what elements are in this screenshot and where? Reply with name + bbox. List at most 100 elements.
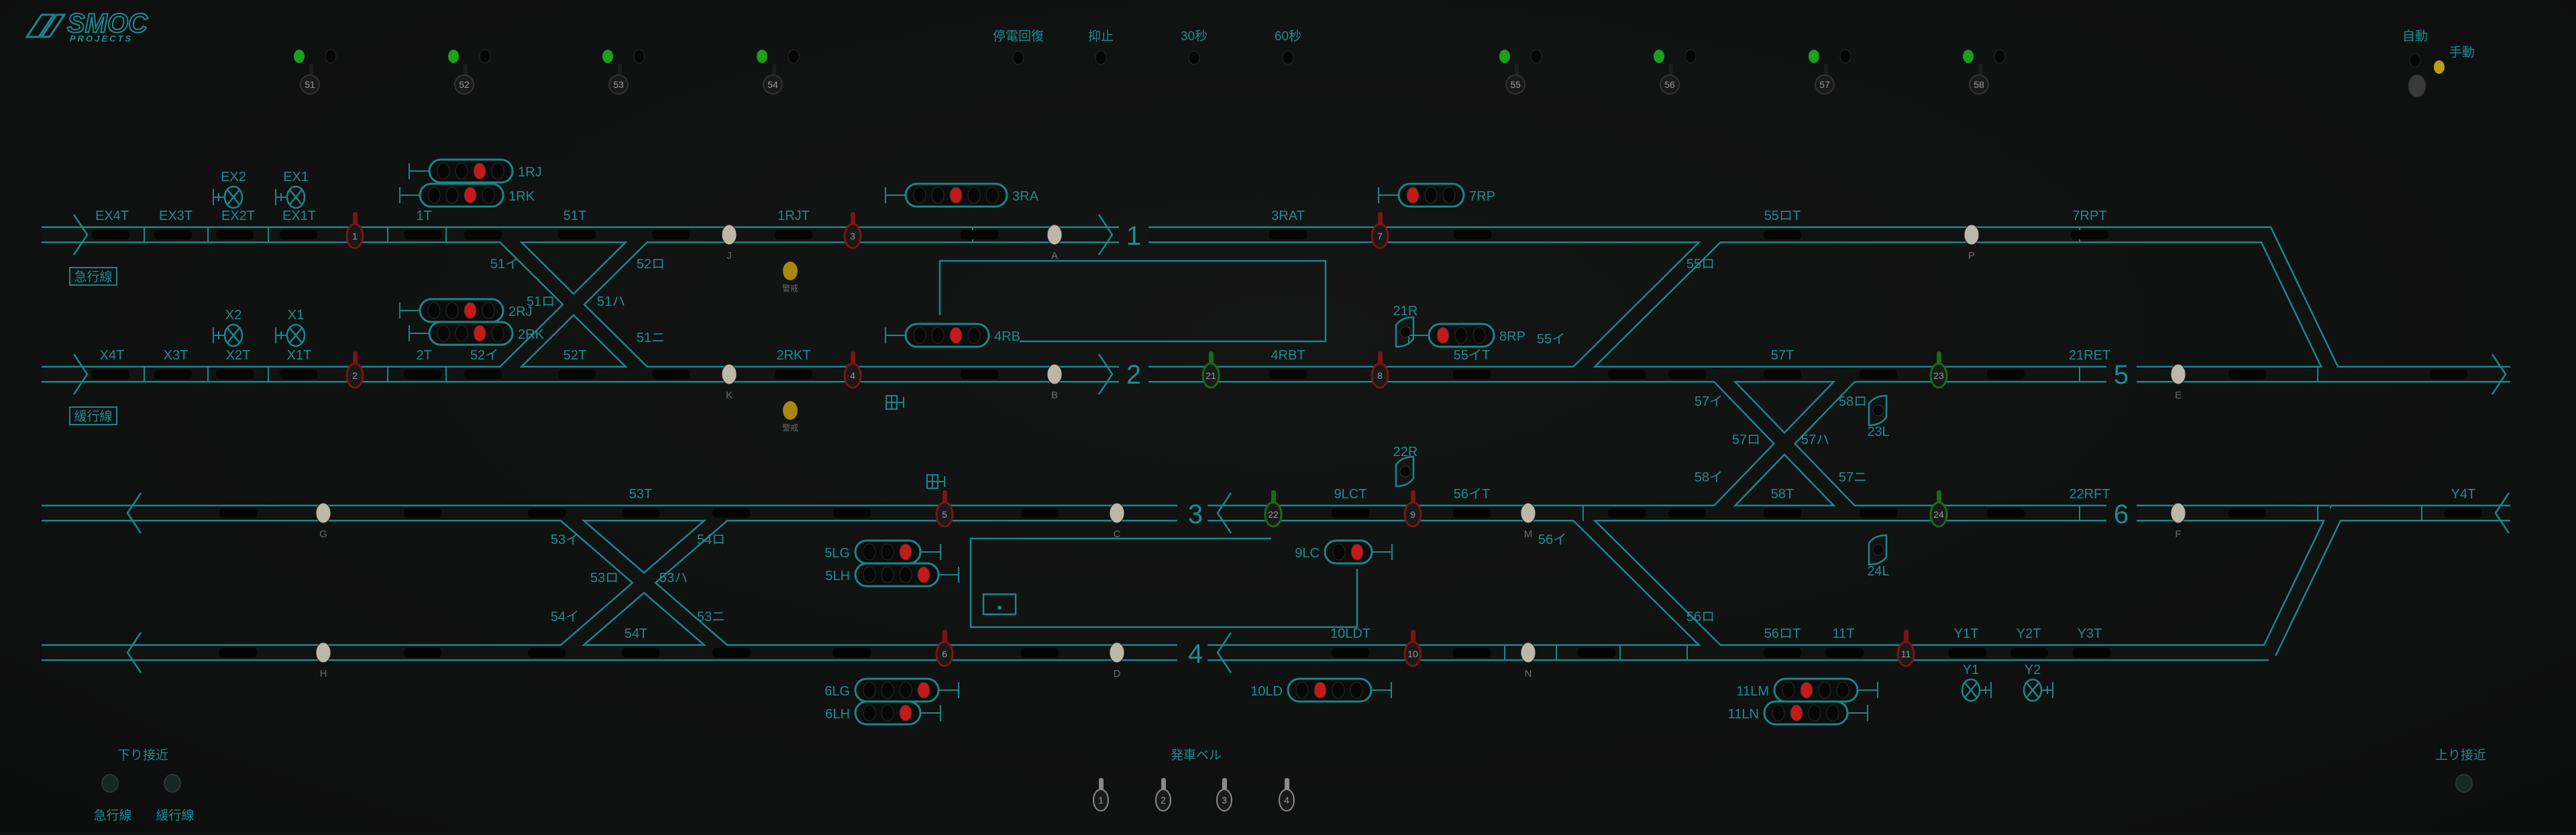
lever-knob[interactable] bbox=[608, 74, 629, 95]
signal-10LD[interactable]: 10LD bbox=[1250, 677, 1392, 703]
occupancy-indicator bbox=[2073, 648, 2110, 657]
signal-lever-3[interactable]: 3 bbox=[843, 212, 862, 249]
signal-5LG[interactable]: 5LG bbox=[824, 539, 941, 565]
departure-bell-lever-2[interactable]: 2 bbox=[1155, 778, 1171, 812]
signal-lamp bbox=[913, 327, 926, 344]
signal-lever-10[interactable]: 10 bbox=[1403, 630, 1422, 667]
point-label: 51ロ bbox=[527, 294, 555, 309]
departure-bell-lever-4[interactable]: 4 bbox=[1279, 778, 1295, 812]
signal-2RJ[interactable]: 2RJ bbox=[399, 298, 533, 323]
lever-knob[interactable] bbox=[1660, 74, 1680, 95]
reverse-lamp bbox=[633, 49, 645, 64]
lever-knob[interactable] bbox=[1815, 74, 1835, 95]
signal-6LH[interactable]: 6LH bbox=[825, 700, 941, 726]
signal-2RK[interactable]: 2RK bbox=[409, 321, 545, 346]
lever-knob[interactable] bbox=[1505, 74, 1525, 95]
route-button-P[interactable]: P bbox=[1964, 224, 1980, 262]
signal-lamp bbox=[491, 162, 504, 180]
signal-7RP[interactable]: 7RP bbox=[1378, 182, 1495, 208]
departure-bell-lever-1[interactable]: 1 bbox=[1093, 778, 1109, 812]
occupancy-indicator bbox=[2229, 370, 2266, 379]
route-button-K[interactable]: K bbox=[721, 364, 737, 401]
point-lever-57[interactable]: 57 bbox=[1809, 49, 1851, 95]
signal-9LC[interactable]: 9LC bbox=[1295, 539, 1393, 565]
signal-lamp bbox=[1406, 186, 1419, 204]
signal-lever-4[interactable]: 4 bbox=[843, 351, 862, 389]
route-button-E[interactable]: E bbox=[2170, 364, 2186, 401]
route-button-C[interactable]: C bbox=[1109, 502, 1125, 540]
signal-11LM[interactable]: 11LM bbox=[1736, 677, 1878, 703]
shunt-signal-24L[interactable]: 24L bbox=[1867, 534, 1890, 579]
signal-name: 11LN bbox=[1728, 707, 1759, 722]
signal-lever-23[interactable]: 23 bbox=[1929, 351, 1948, 389]
signal-lever-6[interactable]: 6 bbox=[935, 630, 954, 667]
logo-text: SMOC bbox=[67, 9, 148, 38]
route-button-N[interactable]: N bbox=[1520, 642, 1536, 679]
departure-bell-lever-3[interactable]: 3 bbox=[1216, 778, 1232, 812]
lever-number: 8 bbox=[1377, 370, 1383, 381]
lever-knob[interactable] bbox=[763, 74, 783, 95]
point-lever-52[interactable]: 52 bbox=[448, 49, 491, 95]
signal-lamp bbox=[899, 681, 912, 699]
occupancy-indicator bbox=[219, 508, 257, 518]
occupancy-indicator bbox=[1987, 370, 2025, 379]
indicator-lamp bbox=[1012, 50, 1024, 65]
reverse-lamp bbox=[479, 49, 491, 64]
shunt-signal-23L[interactable]: 23L bbox=[1867, 394, 1890, 439]
signal-4RB[interactable]: 4RB bbox=[885, 323, 1020, 348]
point-lever-53[interactable]: 53 bbox=[602, 49, 645, 95]
signal-3RA[interactable]: 3RA bbox=[885, 182, 1039, 208]
signal-11LN[interactable]: 11LN bbox=[1728, 700, 1868, 726]
point-label: 54イ bbox=[551, 610, 579, 624]
point-label: 51ハ bbox=[597, 294, 625, 309]
track-section-label: 9LCT bbox=[1334, 487, 1367, 502]
signal-lamp bbox=[863, 566, 876, 583]
point-lever-56[interactable]: 56 bbox=[1654, 49, 1697, 95]
point-lever-58[interactable]: 58 bbox=[1963, 49, 2006, 95]
point-label: 53イ bbox=[551, 533, 579, 547]
mode-switch[interactable] bbox=[2408, 74, 2426, 98]
point-lever-55[interactable]: 55 bbox=[1499, 49, 1542, 95]
route-button-D[interactable]: D bbox=[1109, 642, 1125, 679]
signal-1RJ[interactable]: 1RJ bbox=[409, 158, 542, 184]
signal-lamp bbox=[863, 681, 876, 699]
route-button-M[interactable]: M bbox=[1520, 502, 1536, 540]
route-button-G[interactable]: G bbox=[315, 502, 331, 540]
track-section-label: 1T bbox=[416, 209, 431, 223]
route-button-H[interactable]: H bbox=[315, 642, 331, 679]
approach-button[interactable] bbox=[164, 774, 181, 793]
lever-knob[interactable] bbox=[300, 74, 320, 95]
lever-knob[interactable] bbox=[1969, 74, 1989, 95]
route-button-A[interactable]: A bbox=[1046, 224, 1063, 262]
shunt-signal-21R[interactable]: 21R bbox=[1393, 304, 1418, 348]
signal-lever-5[interactable]: 5 bbox=[935, 490, 954, 528]
signal-lever-1[interactable]: 1 bbox=[345, 212, 364, 249]
signal-lever-24[interactable]: 24 bbox=[1929, 490, 1948, 528]
point-lever-54[interactable]: 54 bbox=[757, 49, 800, 95]
approach-button[interactable] bbox=[101, 774, 119, 793]
signal-lever-8[interactable]: 8 bbox=[1371, 351, 1389, 389]
route-button-J[interactable]: J bbox=[721, 224, 737, 262]
signal-8RP[interactable]: 8RP bbox=[1408, 323, 1525, 348]
approach-up-button[interactable] bbox=[2455, 774, 2473, 793]
occupancy-indicator bbox=[1668, 370, 1706, 379]
normal-lamp bbox=[294, 50, 305, 63]
signal-5LH[interactable]: 5LH bbox=[825, 562, 959, 588]
route-button-B[interactable]: B bbox=[1046, 364, 1063, 401]
route-button-F[interactable]: F bbox=[2170, 502, 2186, 540]
signal-lever-2[interactable]: 2 bbox=[345, 351, 364, 389]
signal-lamp bbox=[931, 327, 945, 344]
signal-lever-7[interactable]: 7 bbox=[1371, 212, 1389, 249]
signal-6LG[interactable]: 6LG bbox=[824, 677, 959, 703]
signal-lamp bbox=[464, 186, 477, 204]
shunt-signal-22R[interactable]: 22R bbox=[1393, 445, 1418, 488]
signal-lever-22[interactable]: 22 bbox=[1264, 490, 1283, 528]
marker-label: X1 bbox=[288, 308, 304, 323]
signal-lever-11[interactable]: 11 bbox=[1896, 630, 1915, 667]
lever-knob[interactable] bbox=[454, 74, 474, 95]
signal-lever-21[interactable]: 21 bbox=[1201, 351, 1220, 389]
signal-lever-9[interactable]: 9 bbox=[1403, 490, 1422, 528]
signal-lamp bbox=[1826, 704, 1839, 722]
signal-1RK[interactable]: 1RK bbox=[399, 182, 535, 208]
point-lever-51[interactable]: 51 bbox=[294, 49, 337, 95]
